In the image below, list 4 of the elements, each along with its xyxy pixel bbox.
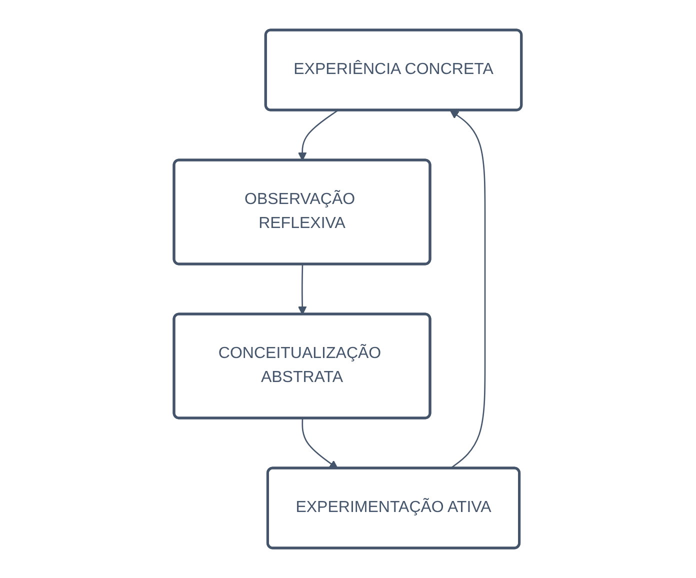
arrow — [450, 110, 486, 470]
arrow — [302, 418, 338, 469]
arrow — [298, 264, 308, 315]
arrow — [298, 110, 338, 161]
